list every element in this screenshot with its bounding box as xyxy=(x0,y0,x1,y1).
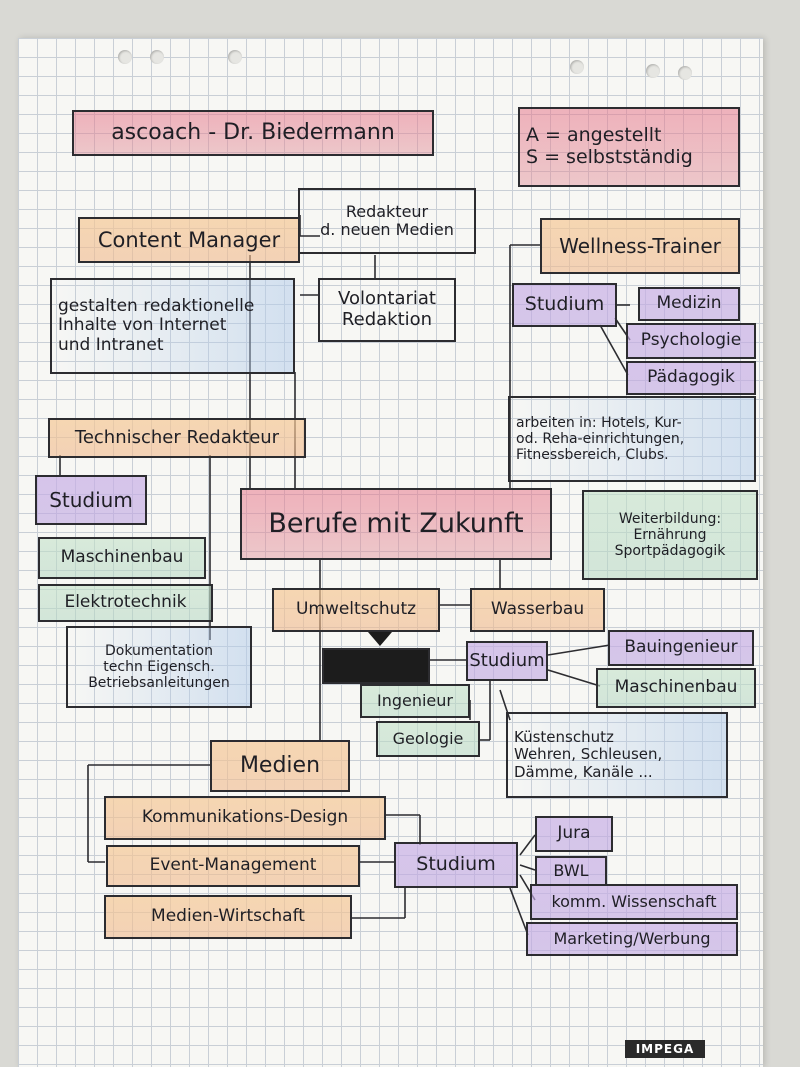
ingenieur-box: Ingenieur xyxy=(360,684,470,718)
medien-box: Medien xyxy=(210,740,350,792)
wasserbau-box: Wasserbau xyxy=(470,588,605,632)
elektrotechnik-box: Elektrotechnik xyxy=(38,584,213,622)
punch-hole xyxy=(118,50,132,64)
studium-box-wasserbau: Studium xyxy=(466,641,548,681)
technik-tasks-box: Dokumentation techn Eigensch. Betriebsan… xyxy=(66,626,252,708)
legend-line-selbststaendig: S = selbstständig xyxy=(526,146,693,168)
punch-hole xyxy=(646,64,660,78)
center-title-box: Berufe mit Zukunft xyxy=(240,488,552,560)
event-management-box: Event-Management xyxy=(106,845,360,887)
maschinenbau-box-wasserbau: Maschinenbau xyxy=(596,668,756,708)
black-box xyxy=(322,648,430,684)
bwl-box: BWL xyxy=(535,856,607,886)
author-box: ascoach - Dr. Biedermann xyxy=(72,110,434,156)
technischer-redakteur-box: Technischer Redakteur xyxy=(48,418,306,458)
legend-box: A = angestellt S = selbstständig xyxy=(518,107,740,187)
punch-hole xyxy=(228,50,242,64)
maschinenbau-box-technik: Maschinenbau xyxy=(38,537,206,579)
legend-line-angestellt: A = angestellt xyxy=(526,124,662,147)
punch-hole xyxy=(150,50,164,64)
redakteur-neue-medien-box: Redakteur d. neuen Medien xyxy=(298,188,476,254)
studium-box-wellness: Studium xyxy=(512,283,617,327)
medien-wirtschaft-box: Medien-Wirtschaft xyxy=(104,895,352,939)
wellness-arbeiten-box: arbeiten in: Hotels, Kur- od. Reha-einri… xyxy=(508,396,756,482)
kuestenschutz-box: Küstenschutz Wehren, Schleusen, Dämme, K… xyxy=(506,712,728,798)
bauingenieur-box: Bauingenieur xyxy=(608,630,754,666)
psychologie-box: Psychologie xyxy=(626,323,756,359)
brand-logo: IMPEGA xyxy=(625,1040,705,1058)
kommunikations-design-box: Kommunikations-Design xyxy=(104,796,386,840)
komm-wissenschaft-box: komm. Wissenschaft xyxy=(530,884,738,920)
paedagogik-box: Pädagogik xyxy=(626,361,756,395)
jura-box: Jura xyxy=(535,816,613,852)
punch-hole xyxy=(570,60,584,74)
umweltschutz-box: Umweltschutz xyxy=(272,588,440,632)
wellness-trainer-box: Wellness-Trainer xyxy=(540,218,740,274)
content-manager-description: gestalten redaktionelle Inhalte von Inte… xyxy=(50,278,295,374)
studium-box-medien: Studium xyxy=(394,842,518,888)
marketing-werbung-box: Marketing/Werbung xyxy=(526,922,738,956)
geologie-box: Geologie xyxy=(376,721,480,757)
volontariat-box: Volontariat Redaktion xyxy=(318,278,456,342)
studium-box-technik: Studium xyxy=(35,475,147,525)
content-manager-box: Content Manager xyxy=(78,217,300,263)
arrow-down-icon xyxy=(368,632,392,646)
punch-hole xyxy=(678,66,692,80)
weiterbildung-box: Weiterbildung: Ernährung Sportpädagogik xyxy=(582,490,758,580)
medizin-box: Medizin xyxy=(638,287,740,321)
